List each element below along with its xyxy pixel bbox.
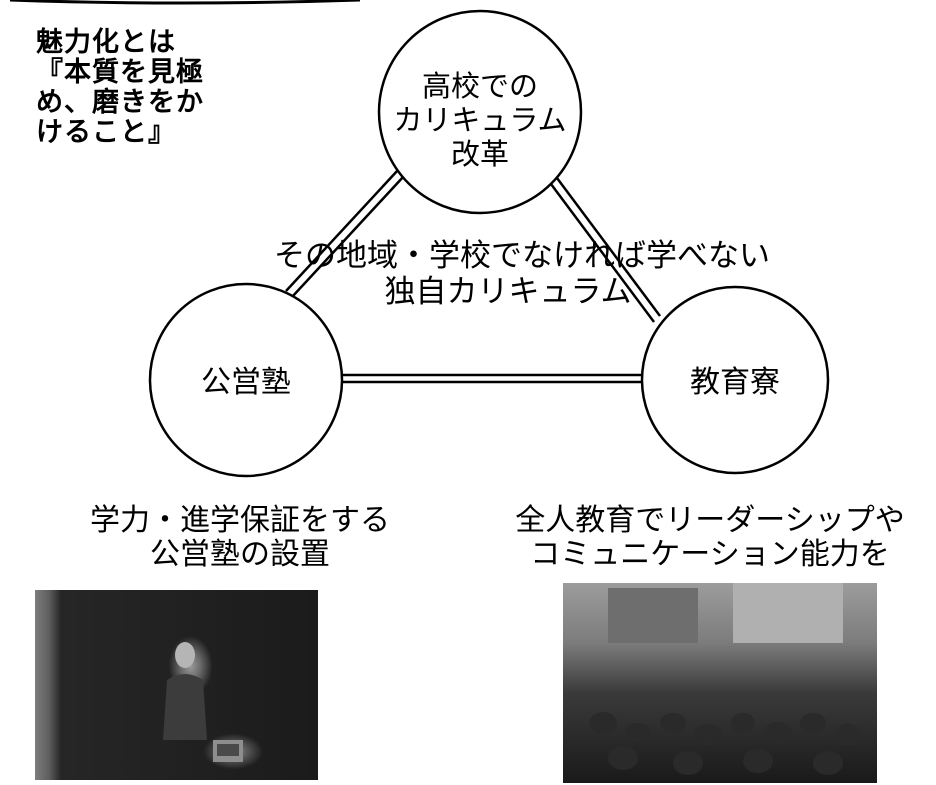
top-heading-fragment (9, 0, 361, 5)
right-caption-line1: 全人教育でリーダーシップや (515, 503, 905, 538)
node-left-label: 公営塾 (201, 365, 291, 400)
node-top-label-line2: カリキュラム (393, 103, 566, 137)
connector-left-right (340, 373, 652, 384)
left-caption-line2: 公営塾の設置 (150, 537, 330, 572)
left-caption-line1: 学力・進学保証をする (90, 503, 390, 538)
node-right-label: 教育寮 (690, 365, 780, 400)
definition-note-line: 魅力化とは (36, 27, 176, 58)
connector-top-left (285, 169, 405, 298)
node-right-circle (640, 285, 830, 475)
dormitory-photo (563, 583, 877, 783)
definition-note: 魅力化とは 『本質を見極 め、磨きをか けること』 (36, 28, 266, 148)
juku-photo (35, 590, 318, 780)
dormitory-photo-crowd (589, 583, 861, 775)
right-caption-line2: コミュニケーション能力を (530, 537, 890, 572)
juku-photo-figure (163, 642, 243, 762)
right-caption: 全人教育でリーダーシップや コミュニケーション能力を (495, 504, 925, 572)
node-top-label-line1: 高校での (422, 69, 538, 103)
node-left-circle (148, 282, 344, 478)
center-text-line2: 独自カリキュラム (384, 274, 631, 310)
definition-note-line: 『本質を見極 (36, 57, 204, 88)
left-caption: 学力・進学保証をする 公営塾の設置 (70, 504, 410, 572)
node-top-circle (377, 9, 583, 215)
definition-note-line: め、磨きをか (36, 87, 204, 118)
node-top-label-line3: 改革 (451, 137, 509, 171)
center-text-line1: その地域・学校でなければ学べない (274, 238, 770, 274)
connector-top-right (543, 169, 662, 323)
definition-note-line: けること』 (36, 117, 176, 148)
